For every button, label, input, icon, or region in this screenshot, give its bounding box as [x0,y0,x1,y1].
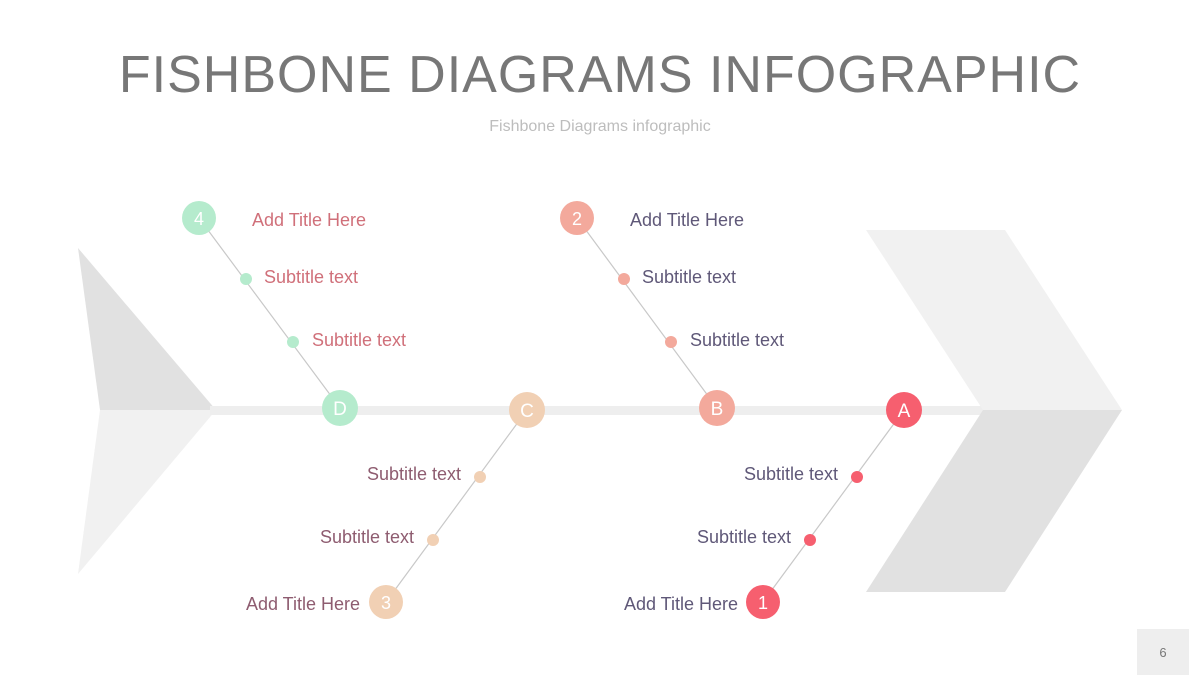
bone-b-line [576,217,718,409]
bone-d-subtitle-2: Subtitle text [312,330,407,350]
bone-c-subtitle-2: Subtitle text [319,527,414,547]
bone-a-number: 1 [758,593,768,613]
fish-head-lower [866,410,1122,592]
bone-d-number: 4 [194,209,204,229]
bone-a-sub2-dot [804,534,816,546]
bone-b-number: 2 [572,209,582,229]
bone-c-title: Add Title Here [245,594,360,614]
bone-d-letter: D [333,399,347,420]
fish-spine [210,406,990,415]
fish-tail-lower [78,410,216,574]
fish-tail-upper [78,248,216,410]
bone-a-sub1-dot [851,471,863,483]
bone-a-line [762,409,905,603]
bone-d-subtitle-1: Subtitle text [264,267,359,287]
bone-a-title: Add Title Here [623,594,738,614]
bone-b-subtitle-1: Subtitle text [642,267,737,287]
bone-c-letter-circle [509,392,545,428]
bone-a-subtitle-1: Subtitle text [743,464,838,484]
bone-b-letter-circle [699,390,735,426]
bone-a-subtitle-2: Subtitle text [696,527,791,547]
bone-a-letter: A [898,401,911,422]
bone-c-sub2-dot [427,534,439,546]
bone-c-sub1-dot [474,471,486,483]
bone-b-sub1-dot [618,273,630,285]
slide-title: FISHBONE DIAGRAMS INFOGRAPHIC [118,46,1082,104]
bone-b-letter: B [711,399,724,420]
bone-a-letter-circle [886,392,922,428]
page-number: 6 [1137,629,1189,675]
bone-b-number-circle [560,201,594,235]
bone-d-letter-circle [322,390,358,426]
bone-c-line [385,409,528,603]
slide-subtitle: Fishbone Diagrams infographic [489,118,711,135]
bone-d-title: Add Title Here [252,210,367,230]
bone-d-sub2-dot [287,336,299,348]
bone-b-subtitle-2: Subtitle text [690,330,785,350]
bone-c-number: 3 [381,593,391,613]
bone-d-number-circle [182,201,216,235]
fish-head-upper [866,230,1122,410]
bone-a-number-circle [746,585,780,619]
bone-b-title: Add Title Here [630,210,745,230]
bone-d-sub1-dot [240,273,252,285]
bone-c-letter: C [520,401,534,422]
bone-d-line [198,217,341,409]
bone-c-subtitle-1: Subtitle text [366,464,461,484]
bone-b-sub2-dot [665,336,677,348]
bone-c-number-circle [369,585,403,619]
